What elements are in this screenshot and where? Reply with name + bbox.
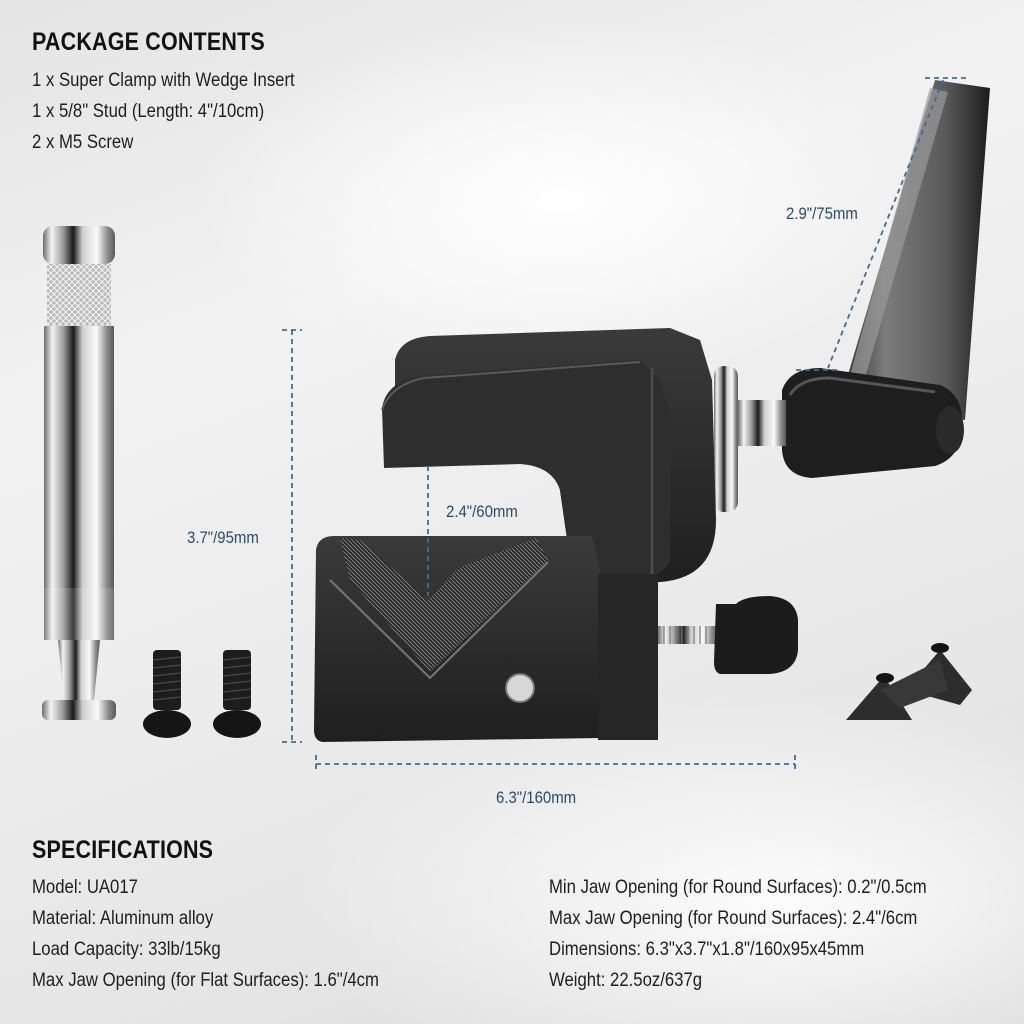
stud-image	[42, 226, 116, 720]
wedge-insert-image	[846, 643, 972, 720]
spec-item: Load Capacity: 33lb/15kg	[32, 939, 221, 960]
screws-image	[143, 650, 261, 738]
spec-item: Weight: 22.5oz/637g	[549, 970, 703, 991]
dimension-jaw-opening: 2.4"/60mm	[446, 502, 518, 521]
package-item: 1 x Super Clamp with Wedge Insert	[32, 70, 295, 91]
spec-item: Dimensions: 6.3"x3.7"x1.8"/160x95x45mm	[549, 939, 865, 960]
clamp-lower-block-image	[314, 536, 658, 742]
spec-item: Model: UA017	[32, 877, 138, 898]
dimension-handle-length: 2.9"/75mm	[786, 204, 858, 223]
lever-handle-image	[782, 80, 990, 478]
t-screw-knob-image	[658, 596, 798, 674]
dimension-width: 6.3"/160mm	[496, 788, 577, 807]
dimension-lines	[282, 77, 967, 773]
specifications-heading: SPECIFICATIONS	[32, 836, 214, 864]
spec-item: Max Jaw Opening (for Flat Surfaces): 1.6…	[32, 970, 379, 991]
spec-item: Max Jaw Opening (for Round Surfaces): 2.…	[549, 908, 918, 929]
spec-item: Min Jaw Opening (for Round Surfaces): 0.…	[549, 877, 927, 898]
clamp-upper-jaw-image	[381, 328, 716, 586]
dimension-height: 3.7"/95mm	[187, 528, 259, 547]
spec-item: Material: Aluminum alloy	[32, 908, 214, 929]
package-item: 1 x 5/8" Stud (Length: 4"/10cm)	[32, 101, 265, 122]
package-item: 2 x M5 Screw	[32, 132, 134, 153]
package-contents-heading: PACKAGE CONTENTS	[32, 28, 265, 56]
washer	[714, 366, 738, 512]
